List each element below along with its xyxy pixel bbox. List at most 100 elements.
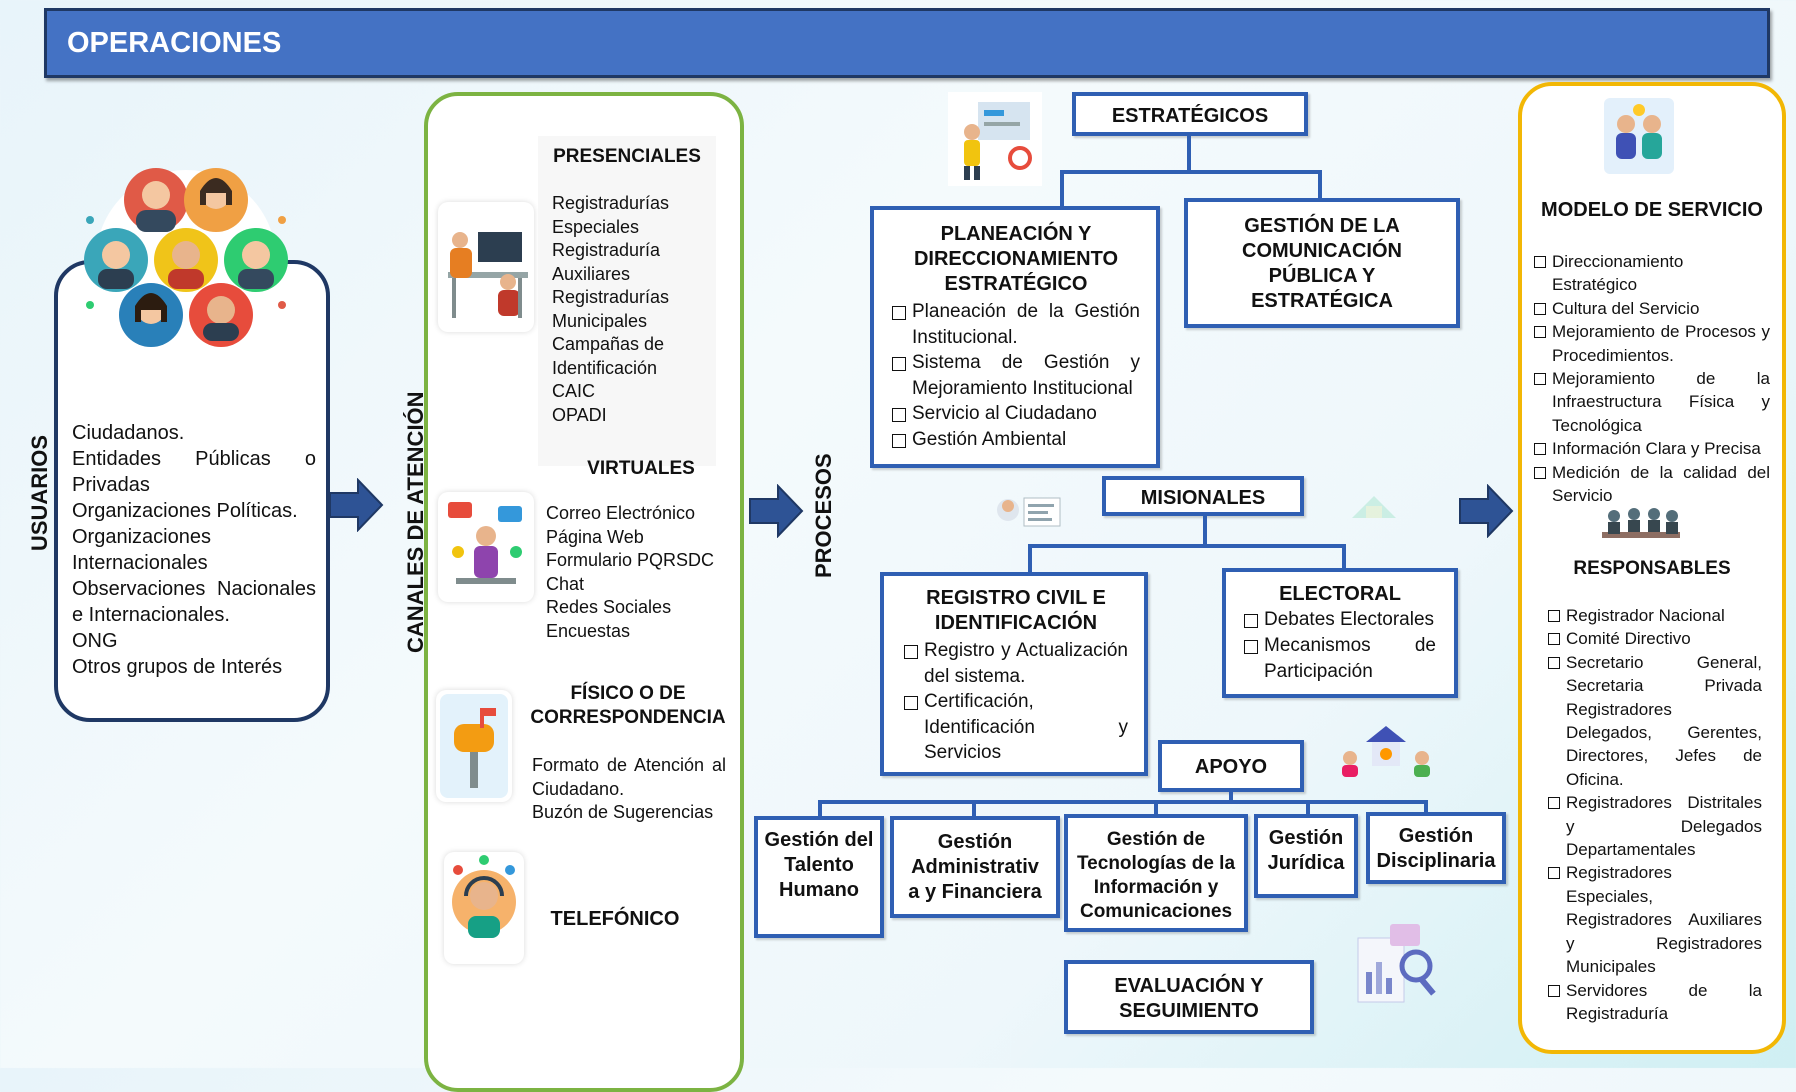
registro-box: REGISTRO CIVIL E IDENTIFICACIÓN Registro… — [880, 572, 1148, 776]
connector-line — [1306, 800, 1310, 816]
connector-line — [1028, 544, 1346, 548]
registro-item: Registro y Actualización del sistema. — [924, 640, 1128, 687]
checkbox-icon — [1534, 256, 1546, 268]
apoyo-item-box: Gestión de Tecnologías de la Información… — [1064, 814, 1248, 932]
voting-icon — [1352, 496, 1396, 518]
comunicacion-title: GESTIÓN DE LA COMUNICACIÓN PÚBLICA Y EST… — [1242, 215, 1402, 312]
apoyo-item-box: Gestión Administrativ a y Financiera — [890, 816, 1060, 918]
comunicacion-box: GESTIÓN DE LA COMUNICACIÓN PÚBLICA Y EST… — [1184, 198, 1460, 328]
checkbox-icon — [1548, 984, 1560, 997]
planeacion-list: Planeación de la Gestión Institucional. … — [892, 299, 1140, 452]
electoral-item: Mecanismos de Participación — [1264, 635, 1436, 682]
page-title: OPERACIONES — [67, 27, 282, 59]
team-illustration-icon — [1342, 726, 1430, 777]
usuario-item: Observaciones Nacionales e Internacional… — [72, 578, 316, 626]
responsable-item: Secretario General, Secretaria Privada R… — [1566, 652, 1762, 789]
arrow-right-icon — [749, 484, 804, 538]
header-bar: OPERACIONES — [44, 8, 1770, 78]
apoyo-item: Gestión del Talento Humano — [764, 829, 874, 901]
responsables-title: RESPONSABLES — [1573, 558, 1731, 579]
connector-line — [1060, 170, 1064, 208]
canal-item: Correo Electrónico — [546, 503, 696, 523]
connector-line — [818, 800, 822, 818]
misionales-header: MISIONALES — [1102, 476, 1304, 516]
modelo-item: Medición de la calidad del Servicio — [1552, 462, 1770, 506]
analytics-illustration-icon — [1357, 924, 1436, 1003]
strategy-illustration-icon — [948, 92, 1042, 186]
checkbox-icon — [1534, 302, 1546, 315]
canal-item: Buzón de Sugerencias — [532, 802, 714, 822]
modelo-item: Direccionamiento Estratégico — [1552, 252, 1684, 295]
service-model-icon — [1604, 98, 1674, 174]
checkbox-icon — [1548, 610, 1560, 622]
responsables-list: Registrador Nacional Comité Directivo Se… — [1548, 604, 1762, 1025]
apoyo-item: Gestión Administrativ a y Financiera — [908, 831, 1042, 903]
responsable-item: Registrador Nacional — [1566, 606, 1725, 625]
checkbox-icon — [1534, 326, 1546, 339]
modelo-title: MODELO DE SERVICIO — [1541, 199, 1763, 221]
usuario-item: Entidades Públicas o Privadas — [72, 448, 316, 496]
modelo-list: Direccionamiento Estratégico Cultura del… — [1534, 250, 1770, 507]
usuario-item: Otros grupos de Interés — [72, 656, 283, 678]
canal-item: OPADI — [552, 404, 607, 425]
responsable-item: Servidores de la Registraduría — [1566, 980, 1762, 1023]
checkbox-icon — [1548, 656, 1560, 669]
apoyo-header: APOYO — [1158, 740, 1304, 792]
connector-line — [1229, 792, 1233, 804]
connector-line — [972, 800, 976, 818]
apoyo-item-box: Gestión Jurídica — [1254, 814, 1358, 898]
modelo-item: Mejoramiento de la Infraestructura Físic… — [1552, 369, 1770, 435]
canal-item: CAIC — [552, 381, 596, 401]
checkbox-icon — [892, 357, 906, 371]
usuario-item: Ciudadanos. — [72, 422, 185, 444]
checkbox-icon — [1244, 614, 1258, 628]
usuario-item: Organizaciones Políticas. — [72, 500, 298, 522]
canal-item: Redes Sociales — [546, 597, 672, 617]
checkbox-icon — [1534, 443, 1546, 456]
call-center-illustration-icon — [444, 852, 524, 964]
usuario-item: Organizaciones Internacionales — [72, 526, 211, 574]
estrategicos-header: ESTRATÉGICOS — [1072, 92, 1308, 136]
responsable-item: Registradores Distritales y Delegados De… — [1566, 793, 1762, 860]
checkbox-icon — [892, 433, 906, 448]
canal-item: Registradurías Especiales — [552, 193, 670, 237]
planeacion-item: Planeación de la Gestión Institucional. — [912, 301, 1140, 348]
modelo-item: Mejoramiento de Procesos y Procedimiento… — [1552, 322, 1770, 365]
presenciales-panel — [538, 136, 716, 466]
usuarios-label: USUARIOS — [27, 434, 52, 552]
presenciales-title: PRESENCIALES — [553, 146, 701, 167]
canal-item: Página Web — [546, 526, 644, 547]
mailbox-illustration-icon — [436, 690, 512, 802]
connector-line — [1424, 800, 1428, 814]
checkbox-icon — [1548, 867, 1560, 880]
planeacion-box: PLANEACIÓN Y DIRECCIONAMIENTO ESTRATÉGIC… — [870, 206, 1160, 468]
fisico-title: FÍSICO O DE CORRESPONDENCIA — [530, 683, 726, 728]
canal-item: Campañas de Identificación — [552, 334, 665, 378]
misionales-title: MISIONALES — [1140, 487, 1266, 509]
evaluacion-box: EVALUACIÓN Y SEGUIMIENTO — [1064, 960, 1314, 1034]
usuario-item: ONG — [72, 630, 118, 652]
checkbox-icon — [904, 696, 918, 710]
checkbox-icon — [1534, 373, 1546, 386]
connector-line — [1060, 170, 1322, 174]
checkbox-icon — [892, 306, 906, 320]
virtuales-list: Correo Electrónico Página Web Formulario… — [546, 502, 726, 643]
responsable-item: Comité Directivo — [1566, 629, 1691, 649]
connector-line — [1342, 544, 1346, 572]
electoral-item: Debates Electorales — [1264, 609, 1435, 630]
checkbox-icon — [1548, 797, 1560, 810]
estrategicos-title: ESTRATÉGICOS — [1111, 105, 1269, 127]
planeacion-item: Servicio al Ciudadano — [912, 403, 1097, 424]
meeting-icon — [1602, 508, 1680, 538]
arrow-right-icon — [329, 478, 384, 532]
checkbox-icon — [1244, 640, 1258, 654]
modelo-box — [1518, 82, 1786, 1054]
connector-line — [818, 800, 1428, 804]
planeacion-item: Sistema de Gestión y Mejoramiento Instit… — [912, 352, 1140, 399]
usuarios-list: Ciudadanos. Entidades Públicas o Privada… — [72, 420, 316, 680]
planeacion-title: PLANEACIÓN Y DIRECCIONAMIENTO ESTRATÉGIC… — [913, 223, 1119, 295]
connector-line — [1028, 544, 1032, 576]
planeacion-item: Gestión Ambiental — [912, 428, 1067, 450]
canal-item: Encuestas — [546, 620, 631, 641]
apoyo-title: APOYO — [1194, 756, 1268, 778]
